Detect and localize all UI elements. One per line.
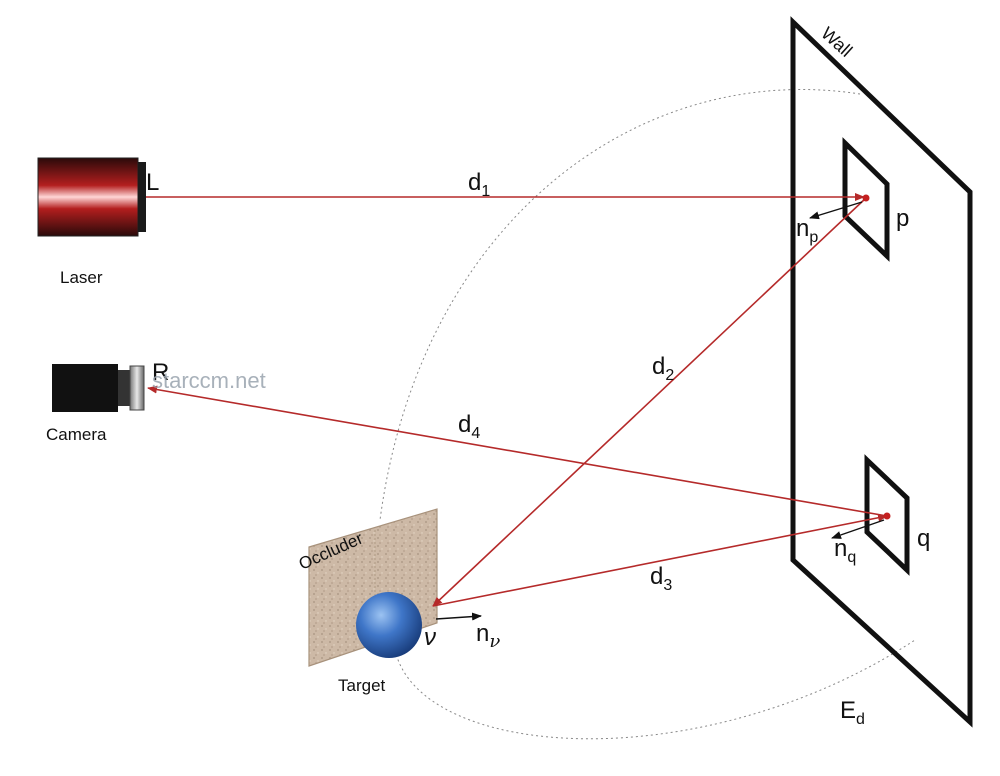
distance-label-d4: d4 [458,411,480,442]
camera-device [52,364,145,412]
ed-arc-lower [394,639,916,740]
normal-q-arrow [831,519,885,539]
ed-label: Ed [840,697,865,728]
point-q-dot [883,512,891,520]
distance-label-d3: d3 [650,563,672,594]
laser-point-label: L [146,169,159,196]
ray-d4 [147,385,888,517]
laser-label: Laser [60,268,103,287]
laser-device [37,157,146,237]
ray-d2 [432,197,867,607]
ed-arc [379,89,861,521]
watermark: starccm.net [152,368,266,393]
patch-q-label: q [917,525,930,552]
point-p-dot [862,194,870,202]
patch-p [842,137,890,262]
camera-point-label: R [152,359,169,386]
patch-q [864,454,910,576]
normal-p-arrow [809,201,863,220]
camera-label: Camera [46,425,107,444]
normal-label-p: np [796,215,818,246]
distance-label-d1: d1 [468,169,490,200]
ray-d3 [432,513,888,607]
normal-label-v: nν [476,620,500,652]
wall [790,16,973,728]
target-sphere [356,592,422,658]
normal-label-q: nq [834,535,856,566]
distance-label-d2: d2 [652,353,674,384]
normal-v-arrow [435,612,482,621]
patch-p-label: p [896,205,909,232]
wall-label: Wall [817,23,856,61]
target-point-label: ν [424,624,436,651]
target-label: Target [338,676,386,695]
